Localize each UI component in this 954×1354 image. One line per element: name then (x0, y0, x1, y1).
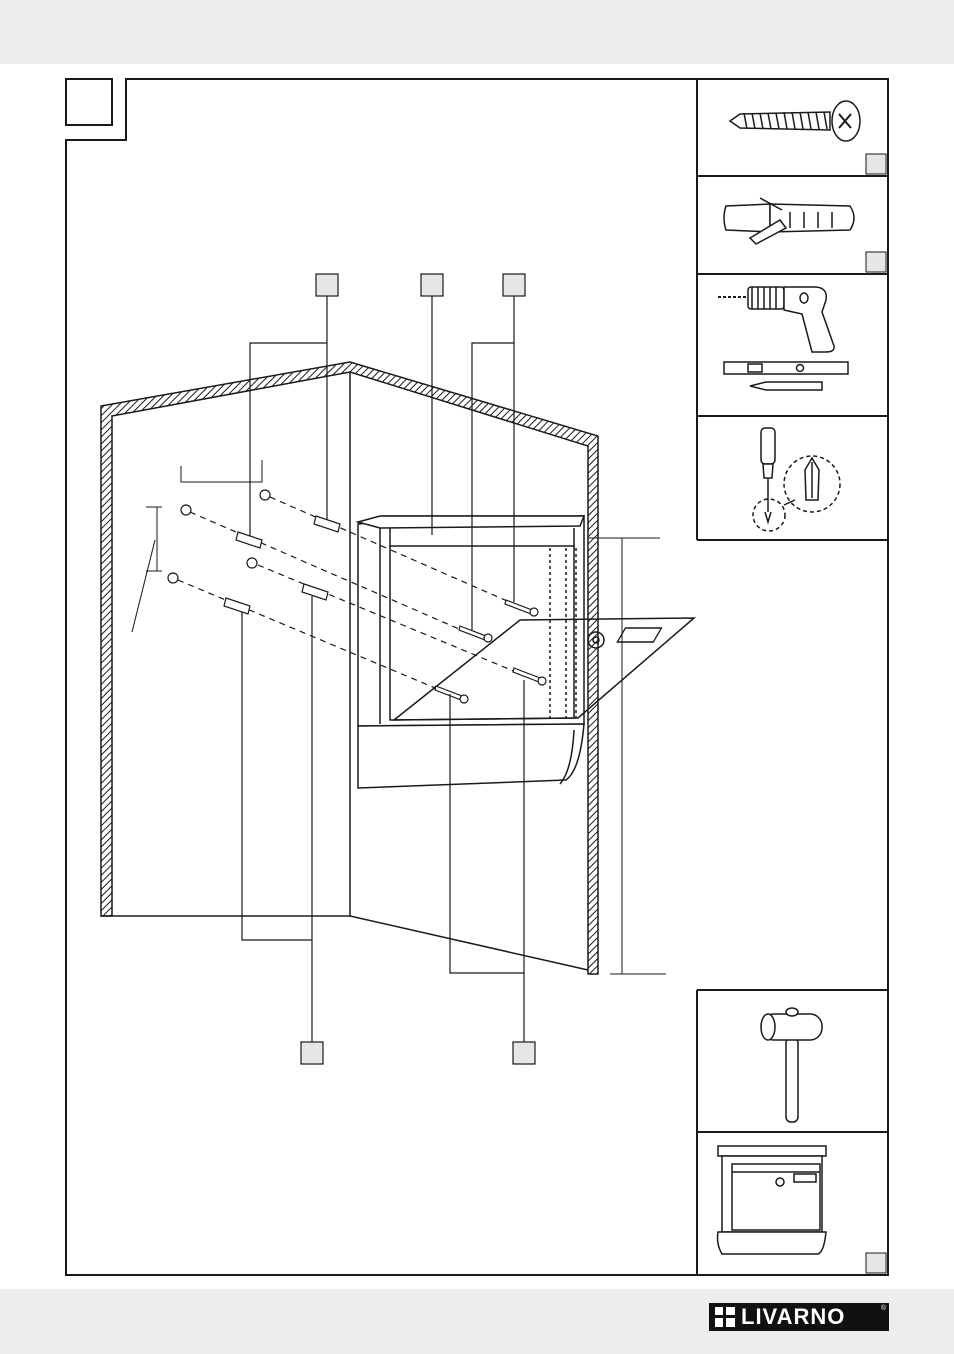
pencil-icon (749, 381, 823, 391)
brand-logo: LIVARNO ® (709, 1303, 889, 1331)
part-label-box (865, 1252, 887, 1274)
screwdriver-icon (752, 427, 841, 532)
drill-holes (167, 489, 271, 584)
screws (434, 599, 547, 704)
brand-name: LIVARNO (741, 1304, 846, 1329)
top-band (0, 0, 954, 64)
wall-corner (100, 361, 599, 975)
alignment-lines (177, 496, 517, 691)
wall-plug-icon (723, 197, 855, 245)
leader-lines (241, 296, 525, 1042)
screw-icon (728, 100, 861, 142)
mailbox-on-wall (355, 515, 586, 789)
part-label-boxes (300, 273, 536, 1065)
registered-mark: ® (880, 1305, 886, 1312)
part-label-box (865, 251, 887, 273)
hammer-icon (760, 1007, 823, 1123)
brand-logo-mark-icon (715, 1307, 735, 1327)
part-label-box (865, 153, 887, 175)
mailbox-icon (716, 1145, 827, 1255)
step-number-box (65, 78, 113, 126)
drill-icon (718, 286, 835, 353)
mailbox-lid (391, 617, 697, 721)
diagram-frame (65, 78, 889, 1276)
wall-plugs (223, 515, 341, 615)
spirit-level-icon (723, 361, 849, 375)
guide-lines (131, 460, 666, 975)
